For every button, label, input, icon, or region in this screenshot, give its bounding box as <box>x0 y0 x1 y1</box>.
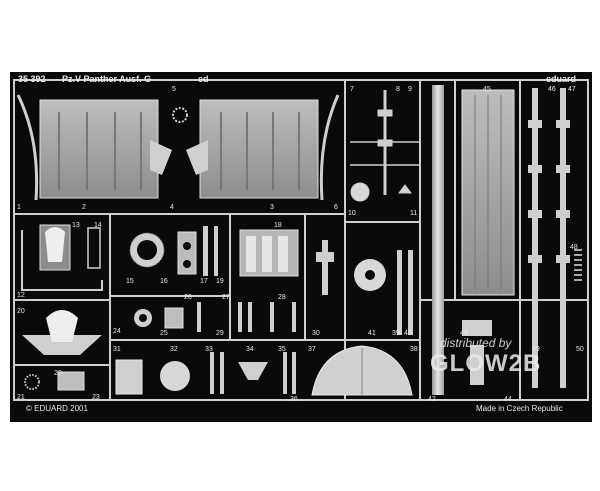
part-13-headlight <box>21 224 103 291</box>
part-number: 11 <box>410 210 418 217</box>
copyright: © EDUARD 2001 <box>26 404 88 413</box>
part-39-disc <box>354 259 386 291</box>
part-24-cog <box>134 309 152 327</box>
part-number: 6 <box>334 204 338 211</box>
part-21-gear <box>24 374 40 390</box>
part-number: 32 <box>170 346 178 353</box>
part-7-11-rods <box>350 90 420 202</box>
part-number: 15 <box>126 278 134 285</box>
part-number: 35 <box>278 346 286 353</box>
sprue-frame <box>14 80 588 400</box>
part-number: 17 <box>200 278 208 285</box>
part-number: 42 <box>428 396 436 403</box>
part-number: 49 <box>532 346 540 353</box>
part-number: 5 <box>172 86 176 93</box>
part-number: 20 <box>17 308 25 315</box>
part-number: 47 <box>568 86 576 93</box>
part-number: 50 <box>576 346 584 353</box>
part-number: 37 <box>308 346 316 353</box>
origin-label: Made in Czech Republic <box>476 404 563 413</box>
part-number: 19 <box>216 278 224 285</box>
part-number: 40 <box>404 330 412 337</box>
brand-logo: eduard <box>546 74 577 84</box>
watermark-line1: distributed by <box>440 336 512 350</box>
part-number: 29 <box>216 330 224 337</box>
part-18-grille <box>239 229 299 277</box>
part-37-38-panel <box>311 345 413 396</box>
part-30-rod <box>316 240 334 295</box>
part-22-plate <box>57 371 85 391</box>
part-number: 22 <box>54 370 62 377</box>
part-5-rivet-disc <box>172 107 188 123</box>
part-43-44-brackets <box>462 320 492 385</box>
part-16-box <box>177 231 197 275</box>
part-number: 30 <box>312 330 320 337</box>
part-number: 44 <box>504 396 512 403</box>
set-code: 35 392 <box>18 74 46 84</box>
part-number: 38 <box>410 346 418 353</box>
watermark-line2: GLOW2B <box>430 350 542 377</box>
part-46-47-rails <box>528 88 570 388</box>
set-title: Pz.V Panther Ausf. G <box>62 74 152 84</box>
part-25-latch <box>164 307 184 329</box>
part-fender-right <box>186 94 340 201</box>
part-number: 24 <box>113 328 121 335</box>
part-number: 16 <box>160 278 168 285</box>
part-number: 27 <box>222 294 230 301</box>
part-number: 13 <box>72 222 80 229</box>
fret-outer-border <box>13 79 589 401</box>
part-number: 14 <box>94 222 102 229</box>
part-number: 12 <box>17 292 25 299</box>
part-number: 9 <box>408 86 412 93</box>
part-number: 18 <box>274 222 282 229</box>
part-number: 41 <box>368 330 376 337</box>
part-number: 1 <box>17 204 21 211</box>
part-26-30-pins <box>197 302 296 332</box>
part-42-long-strip <box>432 85 444 395</box>
part-number: 4 <box>170 204 174 211</box>
part-number: 2 <box>82 204 86 211</box>
part-45-panel <box>461 89 515 296</box>
part-number: 8 <box>396 86 400 93</box>
part-40-41-strips <box>397 250 413 335</box>
part-number: 33 <box>205 346 213 353</box>
part-number: 34 <box>246 346 254 353</box>
part-17-19-pins <box>203 226 218 276</box>
part-20-shield <box>22 310 102 355</box>
part-number: 26 <box>184 294 192 301</box>
part-number: 43 <box>460 330 468 337</box>
part-number: 39 <box>392 330 400 337</box>
part-32-disc <box>160 361 190 391</box>
part-number: 36 <box>290 396 298 403</box>
part-15-ring <box>129 232 165 268</box>
part-number: 45 <box>483 86 491 93</box>
part-number: 7 <box>350 86 354 93</box>
set-suffix: ed <box>198 74 209 84</box>
part-number: 25 <box>160 330 168 337</box>
part-number: 21 <box>17 394 25 401</box>
part-number: 10 <box>348 210 356 217</box>
part-31-can <box>115 359 143 395</box>
part-number: 23 <box>92 394 100 401</box>
part-number: 3 <box>270 204 274 211</box>
part-number: 48 <box>570 244 578 251</box>
part-number: 31 <box>113 346 121 353</box>
part-number: 46 <box>548 86 556 93</box>
part-33-36-pins <box>210 352 296 394</box>
part-fender-left <box>16 94 172 201</box>
part-number: 28 <box>278 294 286 301</box>
part-48-spring <box>574 249 582 281</box>
